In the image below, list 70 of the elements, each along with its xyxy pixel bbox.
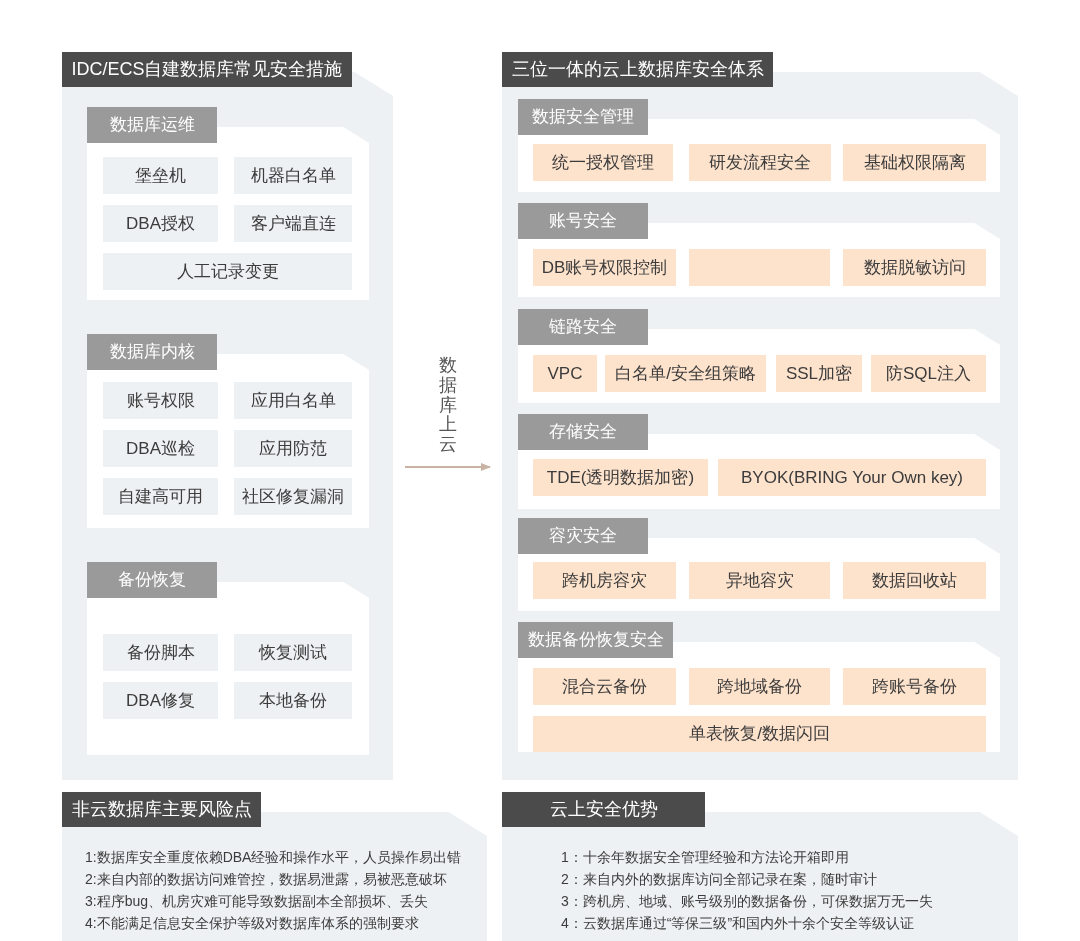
measure-tile: 社区修复漏洞 (234, 478, 352, 515)
note-line: 3:程序bug、机房灾难可能导致数据副本全部损坏、丢失 (85, 892, 430, 911)
note-line: 2:来自内部的数据访问难管控，数据易泄露，易被恶意破坏 (85, 870, 448, 889)
measure-tile: DBA授权 (103, 205, 218, 242)
note-line: 1：十余年数据安全管理经验和方法论开箱即用 (561, 848, 850, 867)
feature-tile: 基础权限隔离 (843, 144, 986, 181)
feature-tile: TDE(透明数据加密) (533, 459, 708, 496)
feature-tile: 跨账号备份 (843, 668, 986, 705)
panel-heading: 云上安全优势 (502, 792, 705, 827)
measure-tile: 自建高可用 (103, 478, 218, 515)
note-line: 1:数据库安全重度依赖DBA经验和操作水平，人员操作易出错 (85, 848, 463, 867)
feature-tile: SSL加密 (776, 355, 862, 392)
section-tab: 备份恢复 (87, 562, 217, 598)
feature-tile: 研发流程安全 (689, 144, 831, 181)
measure-tile: DBA修复 (103, 682, 218, 719)
panel (502, 52, 1018, 780)
feature-tile: 异地容灾 (689, 562, 830, 599)
measure-tile: 机器白名单 (234, 157, 352, 194)
section-tab: 容灾安全 (518, 518, 648, 554)
panel (502, 792, 1018, 941)
feature-tile: 跨地域备份 (689, 668, 830, 705)
feature-tile: 数据回收站 (843, 562, 986, 599)
arrow (404, 463, 491, 471)
section-card (518, 309, 1000, 403)
measure-tile: DBA巡检 (103, 430, 218, 467)
section-tab: 数据库运维 (87, 107, 217, 143)
note-line: 3：跨机房、地域、账号级别的数据备份，可保数据万无一失 (561, 892, 934, 911)
section-card (518, 414, 1000, 509)
measure-tile: 堡垒机 (103, 157, 218, 194)
panel-heading: IDC/ECS自建数据库常见安全措施 (62, 52, 352, 87)
feature-tile (689, 249, 830, 286)
section-card (518, 622, 1000, 752)
edge-label: 数据库上云 (438, 356, 457, 455)
feature-tile: DB账号权限控制 (533, 249, 676, 286)
measure-tile: 账号权限 (103, 382, 218, 419)
section-card (87, 334, 369, 528)
section-card (518, 518, 1000, 611)
section-tab: 账号安全 (518, 203, 648, 239)
measure-tile: 应用白名单 (234, 382, 352, 419)
feature-tile: 白名单/安全组策略 (605, 355, 766, 392)
measure-tile: 人工记录变更 (103, 253, 352, 290)
panel-heading: 三位一体的云上数据库安全体系 (502, 52, 773, 87)
note-line: 4:不能满足信息安全保护等级对数据库体系的强制要求 (85, 914, 420, 933)
feature-tile: 跨机房容灾 (533, 562, 676, 599)
measure-tile: 客户端直连 (234, 205, 352, 242)
section-card (87, 562, 369, 755)
note-line: 2：来自内外的数据库访问全部记录在案，随时审计 (561, 870, 878, 889)
section-card (518, 99, 1000, 192)
feature-tile: BYOK(BRING Your Own key) (718, 459, 986, 496)
panel (62, 792, 487, 941)
feature-tile: 数据脱敏访问 (843, 249, 986, 286)
feature-tile: VPC (533, 355, 597, 392)
section-tab: 数据库内核 (87, 334, 217, 370)
feature-tile: 统一授权管理 (533, 144, 673, 181)
section-card (518, 203, 1000, 297)
measure-tile: 应用防范 (234, 430, 352, 467)
measure-tile: 本地备份 (234, 682, 352, 719)
feature-tile: 防SQL注入 (871, 355, 986, 392)
feature-tile: 混合云备份 (533, 668, 676, 705)
section-tab: 链路安全 (518, 309, 648, 345)
note-line: 4：云数据库通过“等保三级”和国内外十余个安全等级认证 (561, 914, 916, 933)
section-tab: 数据备份恢复安全 (518, 622, 673, 658)
section-card (87, 107, 369, 300)
panel-heading: 非云数据库主要风险点 (62, 792, 261, 827)
section-tab: 存储安全 (518, 414, 648, 450)
feature-tile: 单表恢复/数据闪回 (533, 716, 986, 752)
section-tab: 数据安全管理 (518, 99, 648, 135)
measure-tile: 备份脚本 (103, 634, 218, 671)
panel (62, 52, 393, 780)
measure-tile: 恢复测试 (234, 634, 352, 671)
